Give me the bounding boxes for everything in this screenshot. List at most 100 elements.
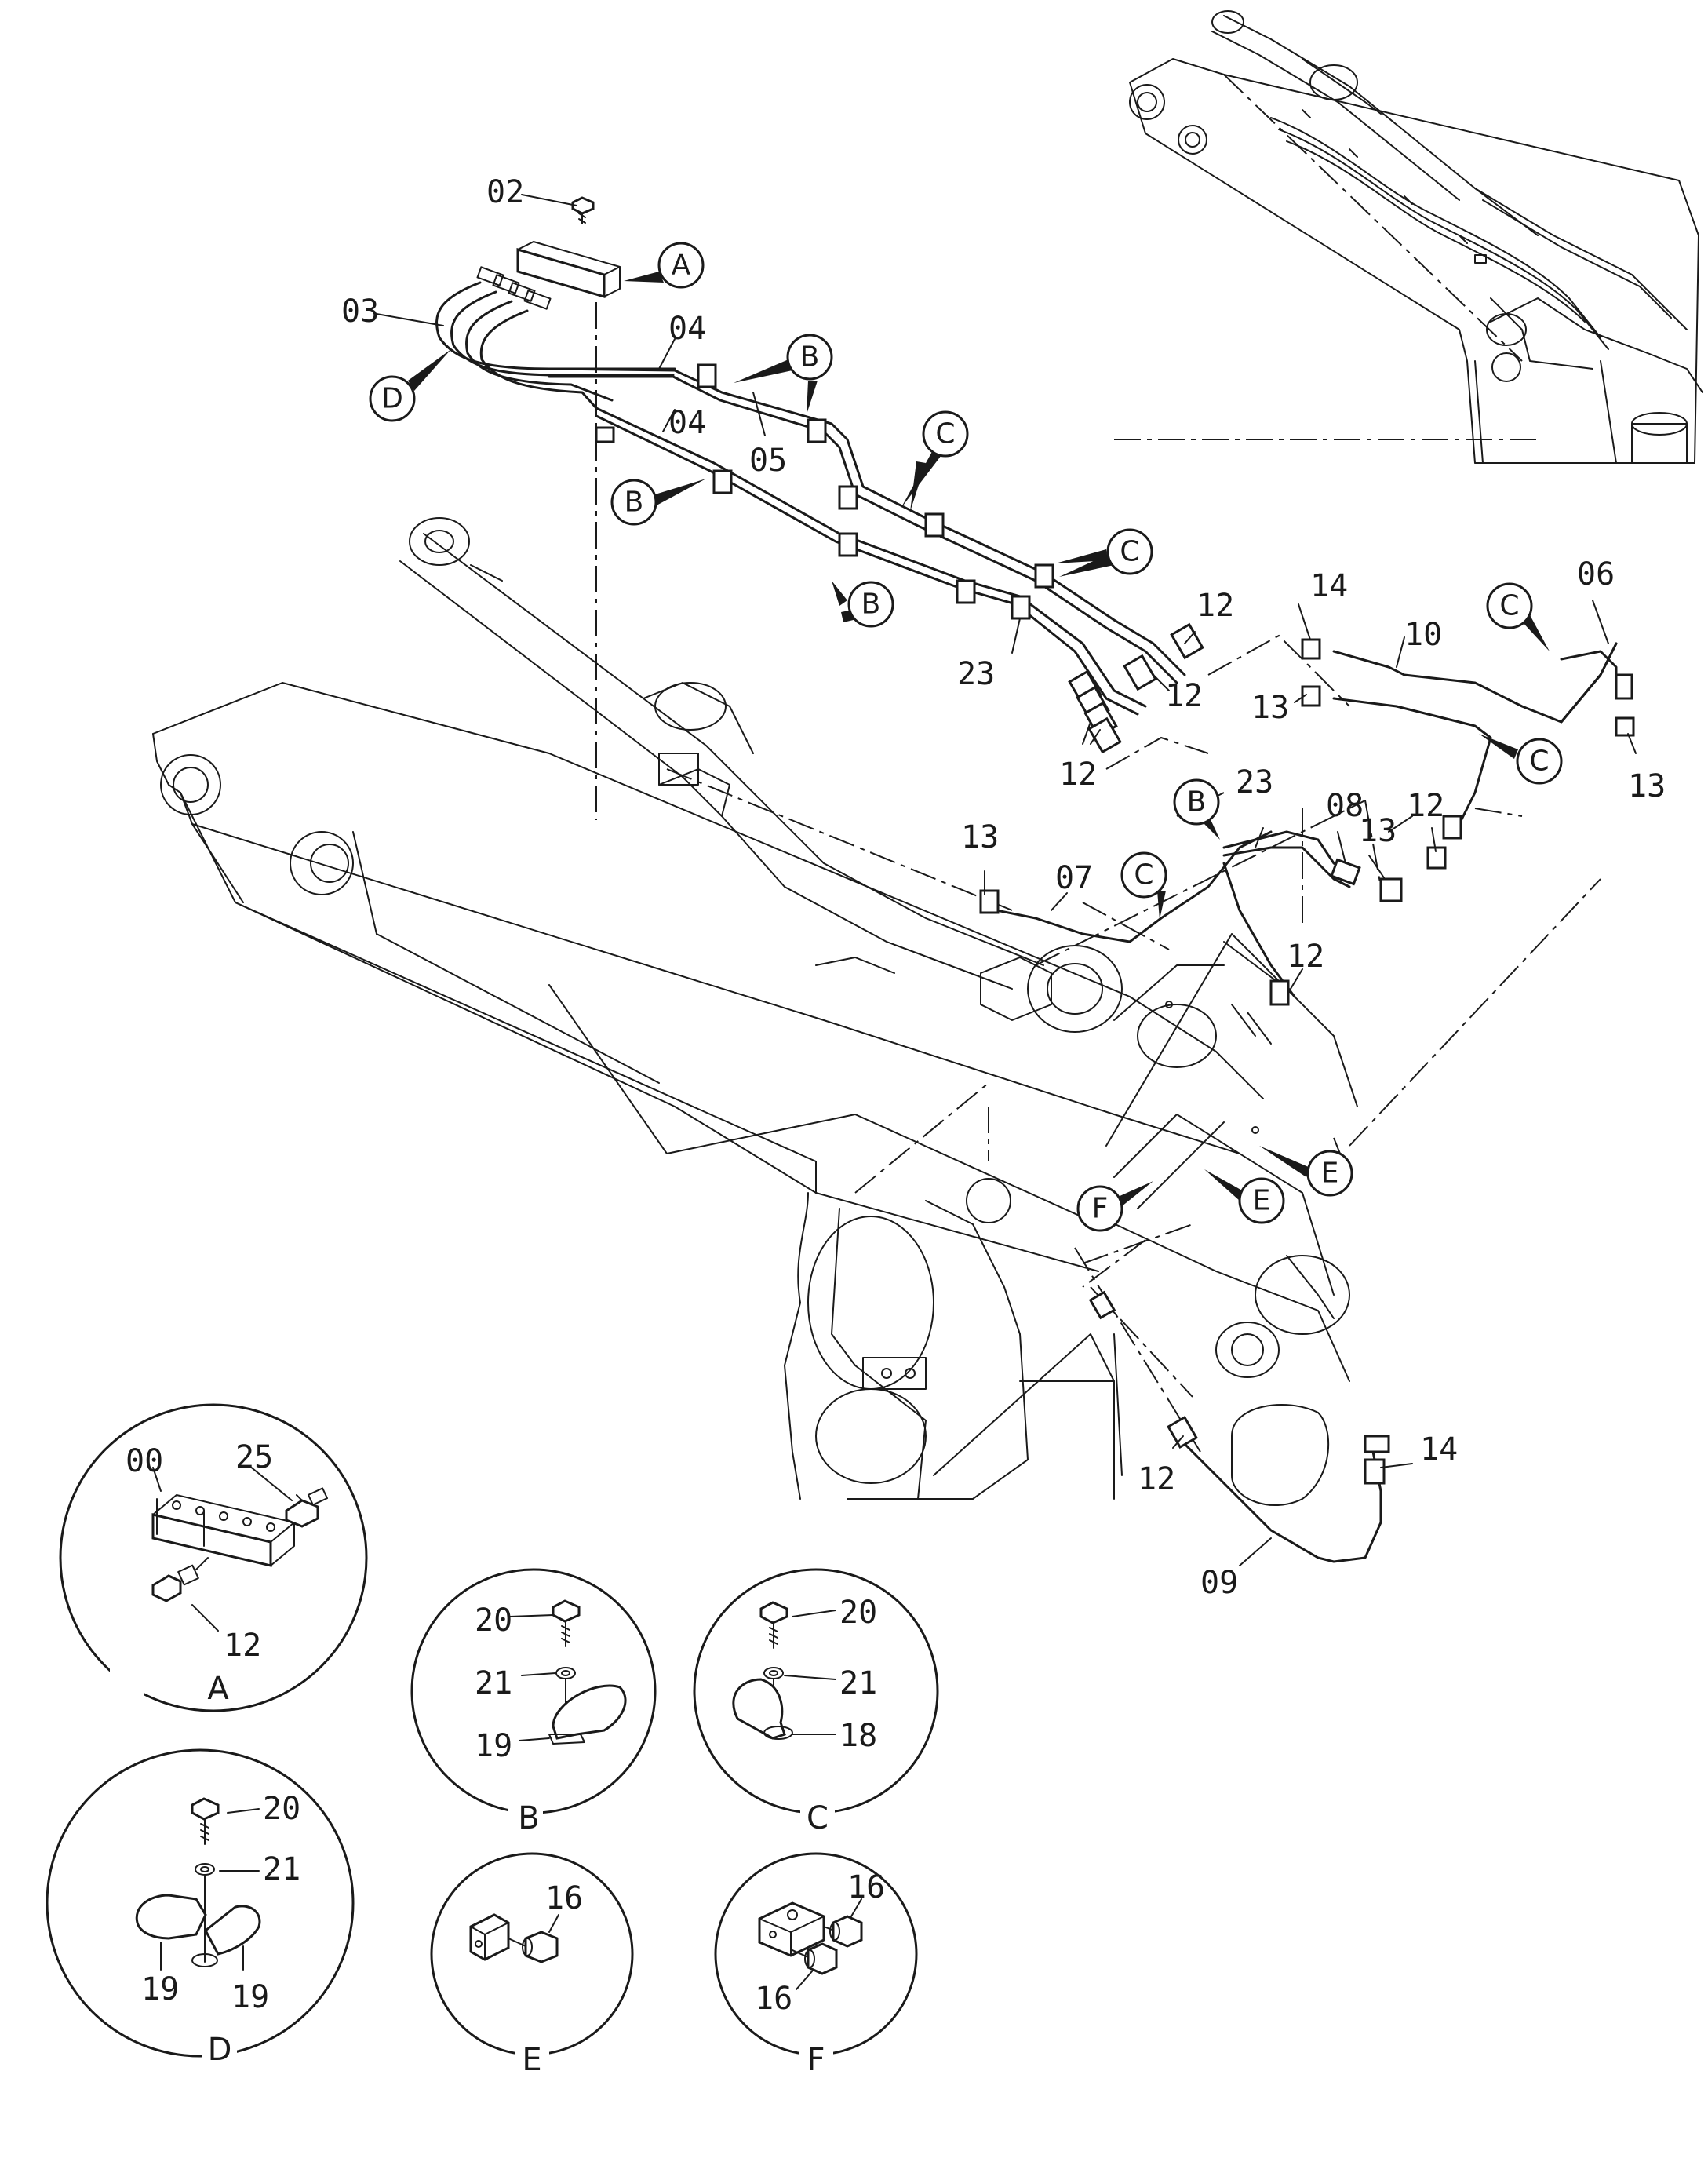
part-label-12-c: 12 bbox=[1059, 757, 1097, 793]
part-label-09: 09 bbox=[1200, 1565, 1238, 1601]
part-leaders bbox=[376, 194, 1637, 1566]
elbow-fitting bbox=[1301, 685, 1321, 707]
detail-d-part-21: 21 bbox=[263, 1851, 300, 1887]
fitting bbox=[1088, 1290, 1116, 1320]
detail-d-label: D bbox=[208, 2032, 232, 2068]
fitting bbox=[979, 889, 1000, 914]
part-label-02: 02 bbox=[486, 174, 524, 210]
detail-d-part-19-b: 19 bbox=[231, 1979, 269, 2015]
pipe-clamp bbox=[595, 426, 615, 443]
detail-b-part-19: 19 bbox=[475, 1728, 512, 1764]
detail-e-part-16: 16 bbox=[545, 1880, 583, 1916]
elbow-fitting bbox=[1301, 638, 1321, 660]
block-fittings bbox=[476, 266, 552, 310]
part-label-13-a: 13 bbox=[961, 819, 999, 855]
pipe-assembly bbox=[435, 196, 1635, 1563]
svg-text:F: F bbox=[1092, 1193, 1109, 1225]
detail-e: E 16 bbox=[430, 1852, 634, 2078]
svg-text:E: E bbox=[1253, 1185, 1271, 1217]
leader-lines bbox=[595, 302, 1601, 1453]
part-label-12-e: 12 bbox=[1287, 939, 1324, 975]
elbow-fitting bbox=[1364, 1435, 1390, 1453]
detail-c-part-20: 20 bbox=[839, 1595, 877, 1631]
detail-c-label: C bbox=[807, 1800, 829, 1836]
part-label-13-b: 13 bbox=[1251, 690, 1289, 726]
clamp-icon bbox=[135, 1894, 207, 1940]
callout-f: F bbox=[1076, 1181, 1153, 1232]
clamp-icon bbox=[204, 1905, 261, 1956]
detail-a: A 00 25 12 bbox=[59, 1403, 368, 1712]
fittings-12-upper bbox=[1068, 622, 1204, 754]
callout-b-3: B bbox=[832, 581, 894, 628]
block-icon bbox=[469, 1913, 510, 1961]
fitting bbox=[1615, 673, 1633, 700]
plug-icon bbox=[807, 1942, 838, 1975]
detail-b-part-20: 20 bbox=[475, 1602, 512, 1639]
bolt-icon bbox=[191, 1797, 220, 1821]
callout-c-5: C bbox=[1120, 851, 1167, 920]
part-label-12-a: 12 bbox=[1196, 588, 1234, 624]
detail-c-part-18: 18 bbox=[839, 1718, 877, 1754]
part-label-13-d: 13 bbox=[1628, 768, 1666, 804]
svg-text:B: B bbox=[1187, 786, 1207, 819]
part-label-06: 06 bbox=[1577, 556, 1615, 592]
svg-text:B: B bbox=[861, 589, 881, 621]
callout-c-2: C bbox=[1055, 528, 1153, 577]
pipe-clamp bbox=[697, 363, 717, 388]
detail-e-label: E bbox=[522, 2042, 541, 2078]
bolt-icon bbox=[759, 1601, 788, 1624]
boom-cylinder bbox=[399, 517, 1123, 1033]
detail-b: B 20 21 19 bbox=[410, 1568, 657, 1836]
fitting bbox=[1330, 858, 1361, 886]
svg-text:C: C bbox=[1120, 536, 1139, 568]
clamp-icon bbox=[552, 1684, 627, 1740]
boom-structure bbox=[152, 682, 1350, 1506]
part-label-12-f: 12 bbox=[1138, 1461, 1175, 1497]
detail-a-label: A bbox=[207, 1671, 229, 1707]
fitting bbox=[1167, 1415, 1198, 1449]
callouts: A D B B B B bbox=[369, 242, 1563, 1232]
part-label-03: 03 bbox=[341, 294, 379, 330]
pipe-clamp bbox=[1011, 595, 1031, 620]
svg-text:C: C bbox=[1529, 746, 1549, 778]
svg-text:B: B bbox=[800, 341, 820, 374]
detail-a-part-25: 25 bbox=[235, 1439, 273, 1475]
svg-text:D: D bbox=[381, 383, 403, 415]
part-label-14-a: 14 bbox=[1310, 568, 1348, 604]
arm-section bbox=[1105, 933, 1358, 1296]
fitting bbox=[1364, 1458, 1386, 1485]
overview-thumbnail bbox=[1129, 10, 1703, 464]
part-label-12-d: 12 bbox=[1407, 788, 1444, 824]
clamp-icon bbox=[732, 1678, 786, 1740]
svg-text:C: C bbox=[1499, 590, 1519, 622]
plug-icon bbox=[832, 1915, 863, 1948]
pipe-clamp bbox=[1034, 563, 1054, 589]
detail-d: D 20 21 19 19 bbox=[46, 1748, 355, 2068]
callout-e-2: E bbox=[1204, 1169, 1285, 1224]
pipe-clamp bbox=[712, 469, 733, 494]
detail-c: C 20 21 18 bbox=[693, 1568, 939, 1836]
tee-fitting bbox=[1615, 716, 1635, 737]
part-label-23-b: 23 bbox=[1236, 764, 1273, 800]
fitting bbox=[1379, 877, 1403, 902]
fitting bbox=[1269, 979, 1290, 1006]
svg-text:E: E bbox=[1321, 1158, 1339, 1190]
fitting bbox=[1426, 846, 1447, 870]
part-label-23-a: 23 bbox=[957, 656, 995, 692]
pipe-clamp bbox=[956, 579, 976, 604]
detail-f-part-16-b: 16 bbox=[755, 1981, 792, 2017]
detail-d-part-19-a: 19 bbox=[141, 1971, 179, 2007]
callout-a: A bbox=[624, 242, 705, 289]
callout-b-2: B bbox=[610, 479, 706, 526]
part-label-14-b: 14 bbox=[1420, 1431, 1458, 1468]
svg-text:C: C bbox=[935, 418, 955, 450]
detail-b-label: B bbox=[518, 1800, 539, 1836]
part-label-04-lower: 04 bbox=[668, 405, 706, 441]
callout-c-3: C bbox=[1486, 582, 1550, 651]
plug-icon bbox=[524, 1931, 559, 1963]
pipe-clamp bbox=[838, 532, 858, 557]
callout-c-4: C bbox=[1479, 734, 1563, 785]
callout-c-1: C bbox=[901, 410, 969, 512]
detail-f-label: F bbox=[807, 2042, 825, 2078]
